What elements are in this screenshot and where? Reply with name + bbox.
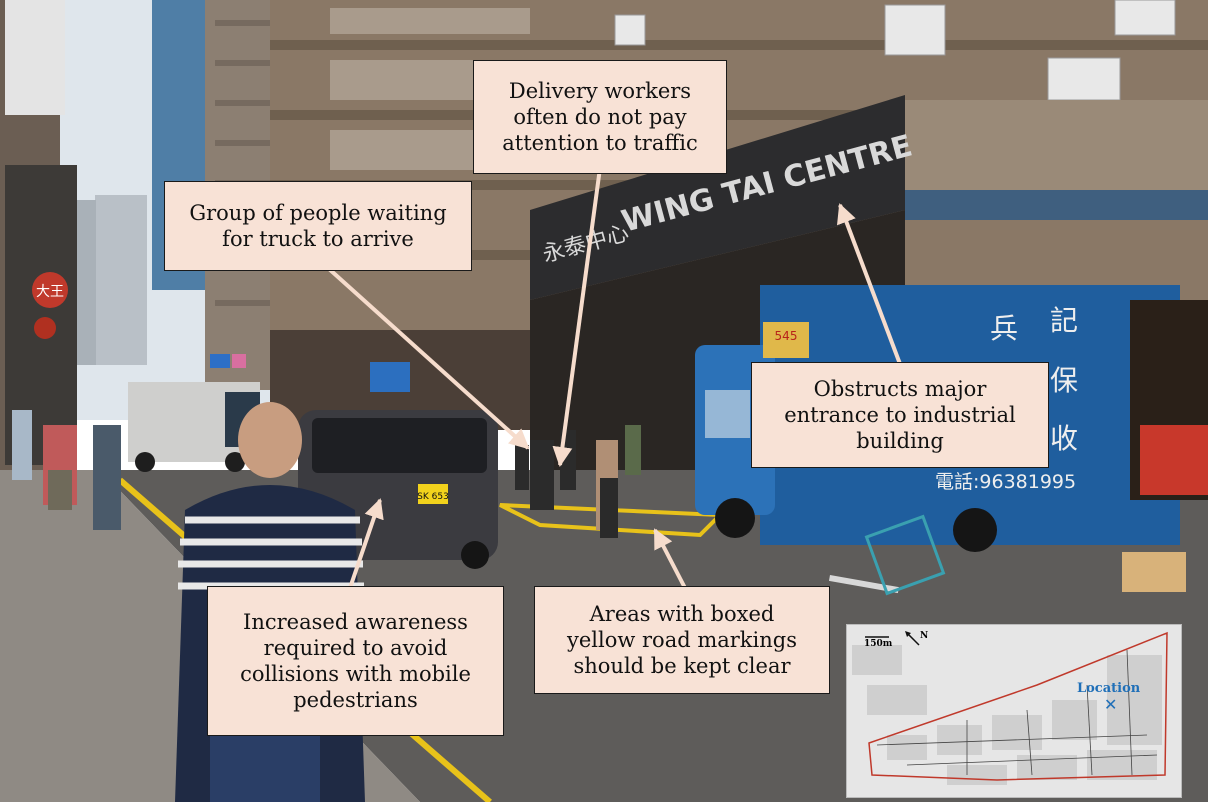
callout-line: building [856,429,944,453]
man-head [238,402,302,478]
truck-char-3: 保 [1050,364,1078,397]
police-officer [93,425,121,530]
map-drawing [847,625,1181,797]
callout-line: for truck to arrive [222,227,414,251]
north-label: N [920,631,929,641]
distant-tower [95,195,147,365]
location-label: Location [1077,681,1141,696]
arrow-obstructs [836,203,902,365]
callout-line: attention to traffic [502,131,698,155]
location-marker-icon: ✕ [1104,695,1118,714]
red-lantern [32,272,68,308]
callout-line: yellow road markings [567,628,797,652]
truck-char-4: 收 [1050,422,1078,455]
callout-line: Obstructs major [813,377,987,401]
callout-line: Increased awareness [243,610,468,634]
callout-delivery-workers: Delivery workers often do not pay attent… [473,60,727,174]
callout-line: Group of people waiting [189,201,447,225]
callout-line: required to avoid [263,636,448,660]
callout-increased-awareness: Increased awareness required to avoid co… [207,586,504,736]
arrow-delivery [552,167,602,467]
license-plate: SK 653 [417,492,449,502]
left-building-awning [5,0,65,115]
truck-char-2: 記 [1050,304,1078,337]
hand-trolley [864,514,946,596]
callout-group-waiting: Group of people waiting for truck to arr… [164,181,472,271]
study-area-boundary [868,631,1168,781]
building-sign-fascia [530,95,905,300]
plate-bg [418,484,448,504]
callout-line: Delivery workers [508,79,692,103]
callout-line: pedestrians [293,688,418,712]
callout-boxed-markings: Areas with boxed yellow road markings sh… [534,586,830,694]
callout-line: should be kept clear [573,654,791,678]
truck-red-sign-text: 545 [775,329,798,343]
location-map-inset: 150m N Location ✕ [846,624,1182,798]
callout-line: entrance to industrial [784,403,1016,427]
truck-red-sign [763,322,809,358]
scale-label: 150m [864,639,893,649]
boxed-marking [499,503,725,538]
callout-line: collisions with mobile [240,662,471,686]
truck-phone: 電話:96381995 [935,471,1076,493]
arrow-boxed [653,528,687,589]
arrow-group [326,266,530,450]
callout-obstructs-entrance: Obstructs major entrance to industrial b… [751,362,1049,468]
cardboard-box [1122,552,1186,592]
lantern-text: 大王 [36,284,64,300]
truck-char-1: 兵 [990,312,1018,345]
callout-line: often do not pay [513,105,687,129]
arrow-awareness [348,498,384,589]
callout-line: Areas with boxed [589,602,775,626]
